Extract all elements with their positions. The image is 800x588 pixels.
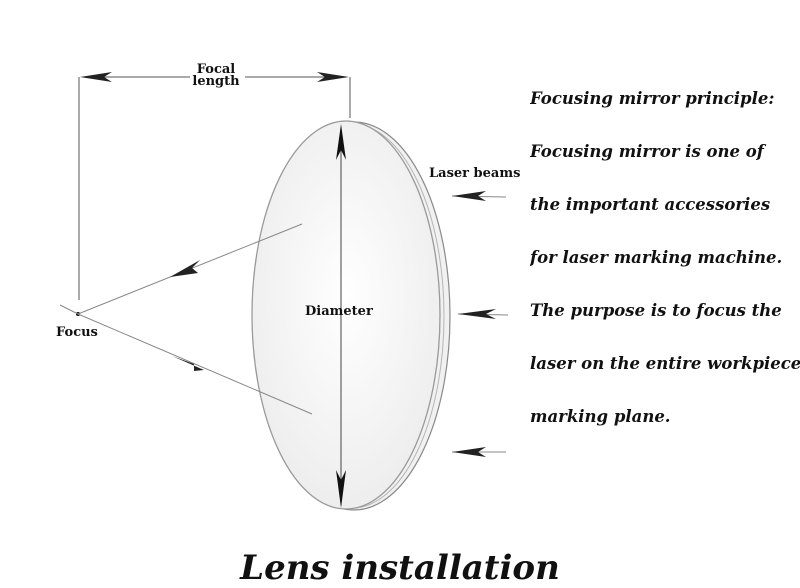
laser-arrowhead-1 <box>452 191 486 201</box>
description-line: the important accessories <box>530 195 771 214</box>
diameter-label: Diameter <box>305 304 373 319</box>
focal-arrowhead-right <box>317 72 349 82</box>
description-line: laser on the entire workpiece <box>530 354 800 373</box>
focal-length-label: Focal length <box>192 62 240 89</box>
description-line: Focusing mirror principle: <box>530 89 775 108</box>
description-line: The purpose is to focus the <box>530 301 782 320</box>
lens-face <box>251 120 441 510</box>
laser-beams <box>451 195 509 453</box>
laser-arrowhead-3 <box>452 447 486 457</box>
description-text: Focusing mirror principle: Focusing mirr… <box>530 86 800 457</box>
laser-arrowhead-2 <box>458 309 496 319</box>
description-line: for laser marking machine. <box>530 248 783 267</box>
ray-arrowhead-lower <box>172 356 204 371</box>
focus-label: Focus <box>56 325 98 340</box>
diameter-arrowhead-top <box>336 124 346 160</box>
focal-length-bracket <box>78 76 351 300</box>
focal-arrowhead-left <box>80 72 112 82</box>
ray-arrowhead-upper <box>170 260 200 277</box>
caption-title: Lens installation <box>240 548 560 588</box>
diameter-arrowhead-bottom <box>336 470 346 508</box>
description-line: marking plane. <box>530 407 671 426</box>
description-line: Focusing mirror is one of <box>530 142 764 161</box>
laser-beams-label: Laser beams <box>429 166 521 181</box>
